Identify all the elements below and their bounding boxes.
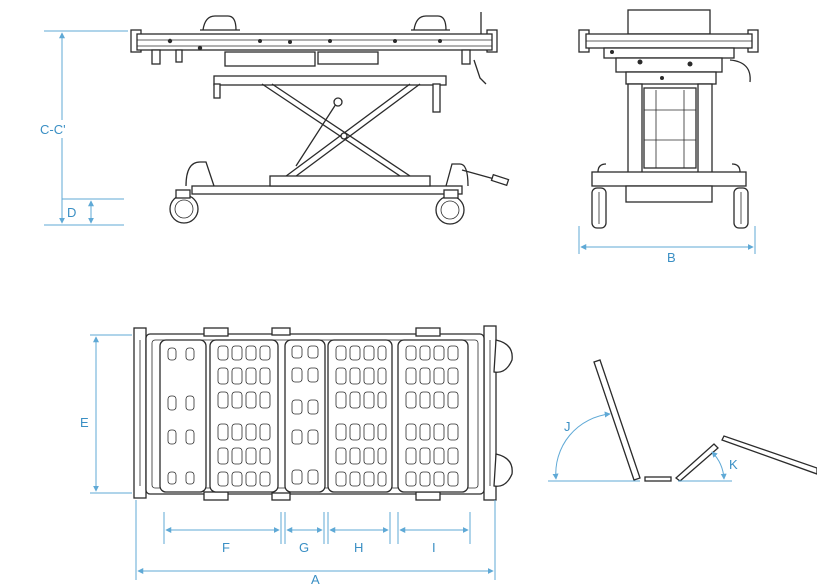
label-g: G — [299, 540, 309, 555]
label-j: J — [564, 419, 571, 434]
label-a: A — [311, 572, 320, 586]
dimension-a: A — [135, 500, 496, 586]
angle-view: J K — [548, 359, 817, 482]
end-view — [578, 9, 759, 229]
label-d: D — [67, 205, 76, 220]
dimension-cc: C-C' — [38, 30, 128, 226]
side-view — [130, 12, 510, 225]
dimension-b: B — [578, 226, 756, 265]
top-view — [133, 325, 513, 501]
label-i: I — [432, 540, 436, 555]
dimension-d: D — [62, 198, 124, 224]
label-e: E — [80, 415, 89, 430]
label-b: B — [667, 250, 676, 265]
label-f: F — [222, 540, 230, 555]
label-k: K — [729, 457, 738, 472]
label-cc: C-C' — [40, 122, 66, 137]
dimension-fghi: F G H I — [163, 512, 471, 555]
dimension-e: E — [80, 334, 132, 494]
label-h: H — [354, 540, 363, 555]
